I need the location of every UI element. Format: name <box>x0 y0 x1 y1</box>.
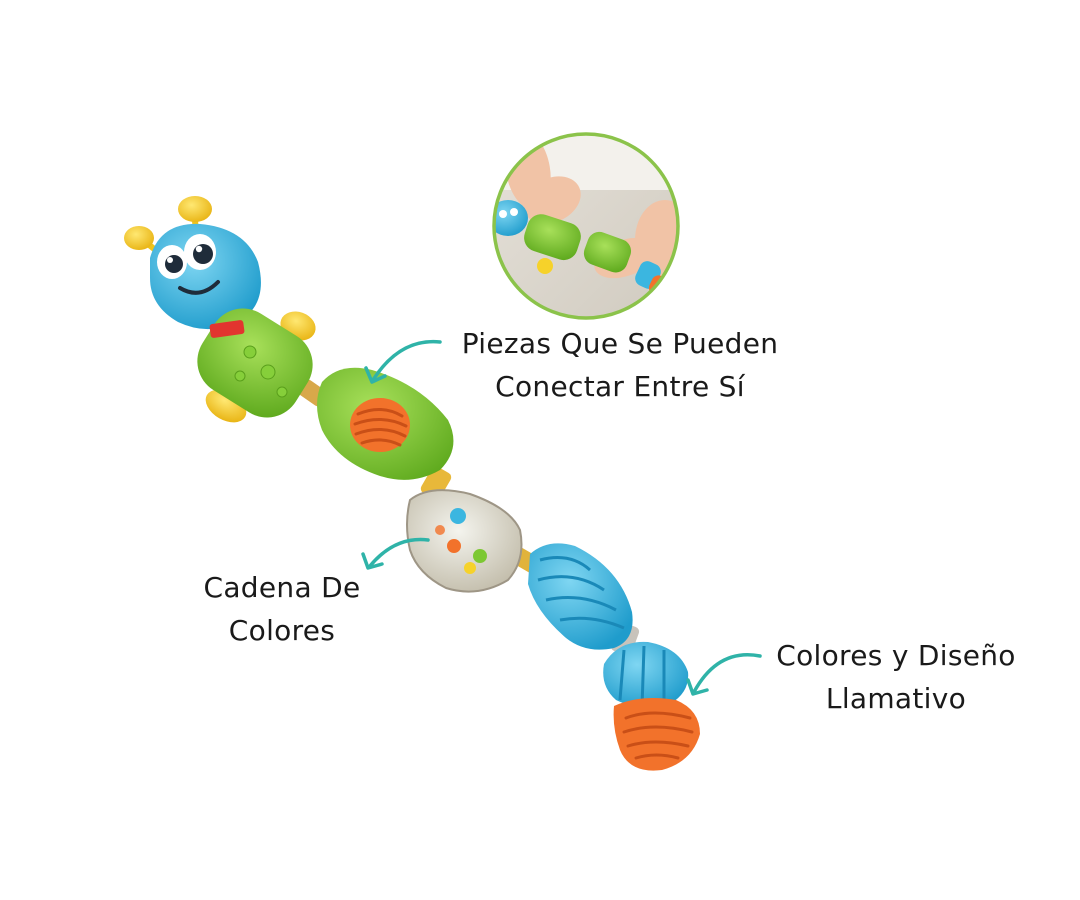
callout-line: Llamativo <box>825 682 967 715</box>
callout-line: Cadena De <box>203 571 361 604</box>
caterpillar-toy <box>124 196 700 771</box>
arrow-3-icon <box>686 653 762 696</box>
toy-segment-green-1 <box>197 308 316 423</box>
toy-segment-orange-tail <box>613 698 700 771</box>
arrow-1-icon <box>364 339 442 384</box>
callout-line: Piezas Que Se Pueden <box>461 327 779 360</box>
callout-eye-catching-design: Colores y Diseño Llamativo <box>750 634 1042 720</box>
toy-segment-blue-ribbed <box>528 543 633 650</box>
callout-line: Colores y Diseño <box>776 639 1016 672</box>
inset-ring <box>492 132 680 320</box>
antennae <box>124 196 212 255</box>
toy-head <box>150 223 261 330</box>
callout-color-chain: Cadena De Colores <box>172 566 392 652</box>
toy-segment-blue-cap <box>603 641 689 709</box>
inset-photo <box>492 132 680 320</box>
toy-segment-clear-rattle <box>406 489 523 593</box>
callout-line: Colores <box>228 614 336 647</box>
callout-connectable-pieces: Piezas Que Se Pueden Conectar Entre Sí <box>430 322 810 408</box>
callout-arrows <box>361 339 762 696</box>
toy-segment-green-2 <box>317 367 454 480</box>
callout-line: Conectar Entre Sí <box>495 370 745 403</box>
arrow-2-icon <box>361 537 430 570</box>
fisher-price-logo <box>209 320 245 338</box>
